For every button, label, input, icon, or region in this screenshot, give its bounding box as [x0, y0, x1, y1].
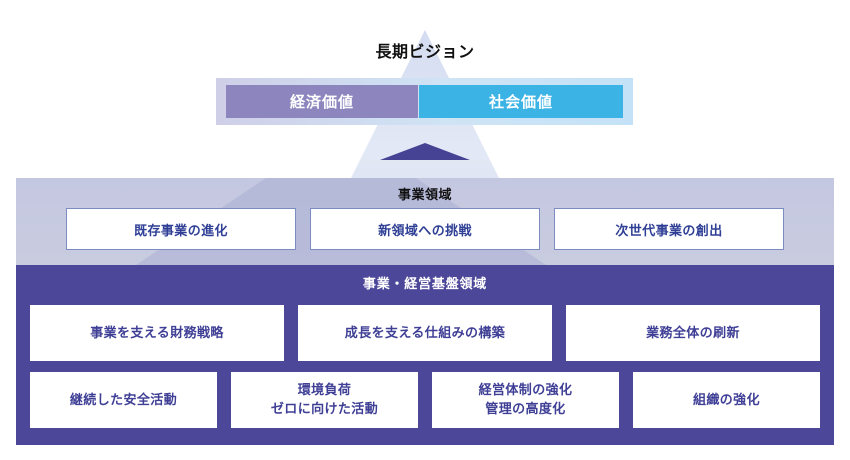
foundation-card[interactable]: 事業を支える財務戦略	[30, 305, 284, 361]
foundation-card-row-1: 事業を支える財務戦略 成長を支える仕組みの構築 業務全体の刷新	[30, 305, 820, 361]
social-value-box: 社会価値	[419, 85, 623, 118]
domain-card[interactable]: 次世代事業の創出	[554, 208, 784, 250]
foundation-card[interactable]: 業務全体の刷新	[566, 305, 820, 361]
vision-value-bar: 経済価値 社会価値	[216, 78, 633, 125]
foundation-card[interactable]: 経営体制の強化 管理の高度化	[432, 372, 619, 428]
management-foundation-section: 事業・経営基盤領域 事業を支える財務戦略 成長を支える仕組みの構築 業務全体の刷…	[16, 265, 834, 445]
economic-value-box: 経済価値	[226, 85, 418, 118]
business-domain-card-row: 既存事業の進化 新領域への挑戦 次世代事業の創出	[66, 208, 784, 250]
foundation-card[interactable]: 環境負荷 ゼロに向けた活動	[231, 372, 418, 428]
business-domain-heading: 事業領域	[397, 187, 452, 202]
up-arrow-icon	[380, 143, 470, 160]
foundation-card[interactable]: 組織の強化	[633, 372, 820, 428]
foundation-card[interactable]: 成長を支える仕組みの構築	[298, 305, 552, 361]
domain-card[interactable]: 既存事業の進化	[66, 208, 296, 250]
page-title: 長期ビジョン	[375, 44, 475, 61]
business-domain-section: 事業領域 既存事業の進化 新領域への挑戦 次世代事業の創出	[16, 178, 834, 265]
foundation-card[interactable]: 継続した安全活動	[30, 372, 217, 428]
management-foundation-heading: 事業・経営基盤領域	[362, 276, 488, 291]
domain-card[interactable]: 新領域への挑戦	[310, 208, 540, 250]
foundation-card-row-2: 継続した安全活動 環境負荷 ゼロに向けた活動 経営体制の強化 管理の高度化 組織…	[30, 372, 820, 428]
